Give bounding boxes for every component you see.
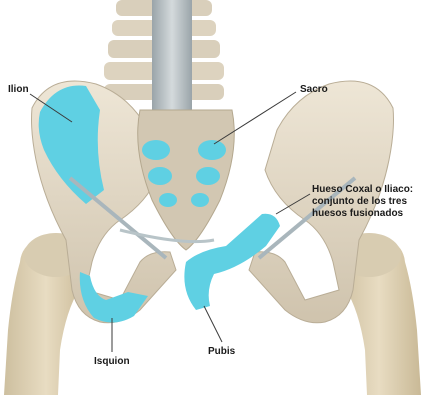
label-coxal-line-3: huesos fusionados: [312, 208, 425, 220]
label-isquion: Isquion: [94, 356, 130, 368]
label-sacro: Sacro: [300, 84, 328, 96]
label-coxal-line-1: Hueso Coxal o Iliaco:: [312, 184, 425, 196]
label-pubis: Pubis: [208, 346, 235, 358]
label-ilion: Ilion: [8, 84, 29, 96]
label-hueso-coxal: Hueso Coxal o Iliaco: conjunto de los tr…: [312, 184, 425, 220]
leader-pubis: [204, 306, 222, 342]
label-coxal-line-2: conjunto de los tres: [312, 196, 425, 208]
